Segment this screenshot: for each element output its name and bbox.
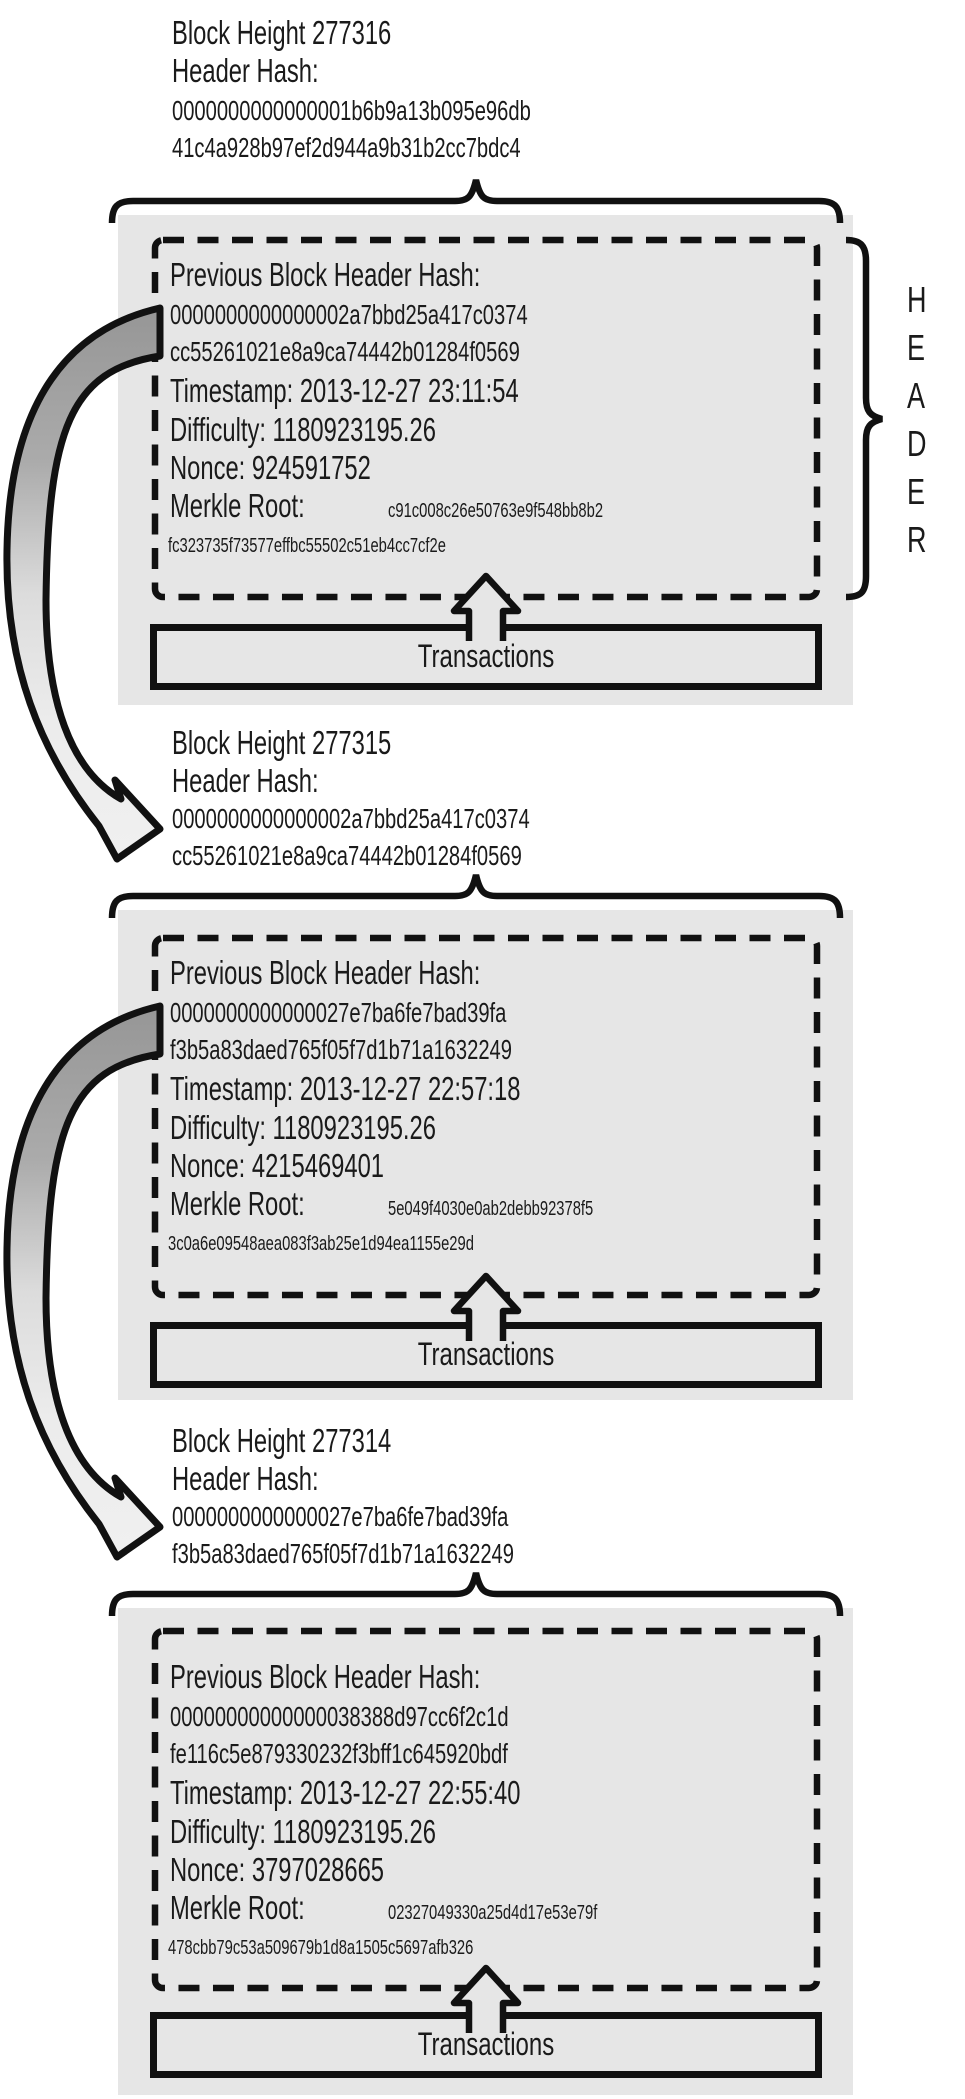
header-letter: E [907,327,926,368]
header-hash-value-line2: cc55261021e8a9ca74442b01284f0569 [172,840,522,871]
header-letter: A [907,375,926,416]
prev-hash-value-line1: 0000000000000027e7ba6fe7bad39fa [170,997,507,1028]
merkle-root-value-line2: 478cbb79c53a509679b1d8a1505c5697afb326 [168,1936,474,1959]
header-hash-value-line1: 0000000000000002a7bbd25a417c0374 [172,803,530,834]
header-dashed-box-277315 [151,934,821,1299]
prev-hash-arrow-277315-to-277314 [7,1006,160,1557]
nonce-field: Nonce: 3797028665 [170,1851,385,1888]
transactions-label: Transactions [417,638,555,674]
header-dashed-box-277314 [151,1627,821,1992]
block-brace-277315 [112,875,840,918]
header-hash-value-line2: 41c4a928b97ef2d944a9b31b2cc7bdc4 [172,132,521,163]
header-hash-value-line1: 0000000000000001b6b9a13b095e96db [172,95,531,126]
merkle-up-arrow-277315 [454,1276,518,1341]
merkle-up-arrow-277314 [454,1968,518,2033]
prev-hash-arrow-277316-to-277315 [7,308,160,859]
merkle-root-value-line2: 3c0a6e09548aea083f3ab25e1d94ea1155e29d [168,1232,474,1255]
merkle-root-value-line1: c91c008c26e50763e9f548bb8b2 [388,499,604,522]
nonce-field: Nonce: 924591752 [170,449,371,486]
header-hash-value-line1: 0000000000000027e7ba6fe7bad39fa [172,1501,509,1532]
nonce-field: Nonce: 4215469401 [170,1147,385,1184]
merkle-up-arrow-277316 [454,576,518,641]
difficulty-field: Difficulty: 1180923195.26 [170,1813,436,1850]
timestamp-field: Timestamp: 2013-12-27 22:55:40 [170,1774,521,1811]
transactions-label: Transactions [417,1336,555,1372]
header-hash-label: Header Hash: [172,52,319,89]
header-hash-label: Header Hash: [172,1460,319,1497]
difficulty-field: Difficulty: 1180923195.26 [170,411,436,448]
timestamp-field: Timestamp: 2013-12-27 23:11:54 [170,372,519,409]
block-height-label: Block Height 277314 [172,1422,392,1459]
block-height-label: Block Height 277316 [172,14,392,51]
timestamp-field: Timestamp: 2013-12-27 22:57:18 [170,1070,521,1107]
prev-hash-label: Previous Block Header Hash: [170,256,481,293]
header-brace [845,236,883,601]
header-letter: D [907,423,927,464]
block-brace-277316 [112,180,840,223]
header-hash-value-line2: f3b5a83daed765f05f7d1b71a1632249 [172,1538,514,1569]
block-height-label: Block Height 277315 [172,724,392,761]
merkle-root-value-line1: 5e049f4030e0ab2debb92378f5 [388,1197,594,1220]
merkle-root-value-line1: 02327049330a25d4d17e53e79f [388,1901,598,1924]
merkle-root-label: Merkle Root: [170,1889,305,1926]
merkle-root-label: Merkle Root: [170,1185,305,1222]
merkle-root-value-line2: fc323735f73577effbc55502c51eb4cc7cf2e [168,534,446,557]
prev-hash-value-line2: fe116c5e879330232f3bff1c645920bdf [170,1738,508,1769]
transactions-label: Transactions [417,2026,555,2062]
prev-hash-value-line1: 0000000000000002a7bbd25a417c0374 [170,299,528,330]
header-letter: R [907,519,927,560]
prev-hash-value-line2: cc55261021e8a9ca74442b01284f0569 [170,336,520,367]
prev-hash-value-line2: f3b5a83daed765f05f7d1b71a1632249 [170,1034,512,1065]
block-brace-277314 [112,1573,840,1616]
prev-hash-label: Previous Block Header Hash: [170,954,481,991]
prev-hash-label: Previous Block Header Hash: [170,1658,481,1695]
header-dashed-box-277316 [151,236,821,601]
header-letter: E [907,471,926,512]
header-brace-word: H E A D E R [907,276,933,564]
header-hash-label: Header Hash: [172,762,319,799]
merkle-root-label: Merkle Root: [170,487,305,524]
difficulty-field: Difficulty: 1180923195.26 [170,1109,436,1146]
header-letter: H [907,279,927,320]
prev-hash-value-line1: 00000000000000038388d97cc6f2c1d [170,1701,509,1732]
